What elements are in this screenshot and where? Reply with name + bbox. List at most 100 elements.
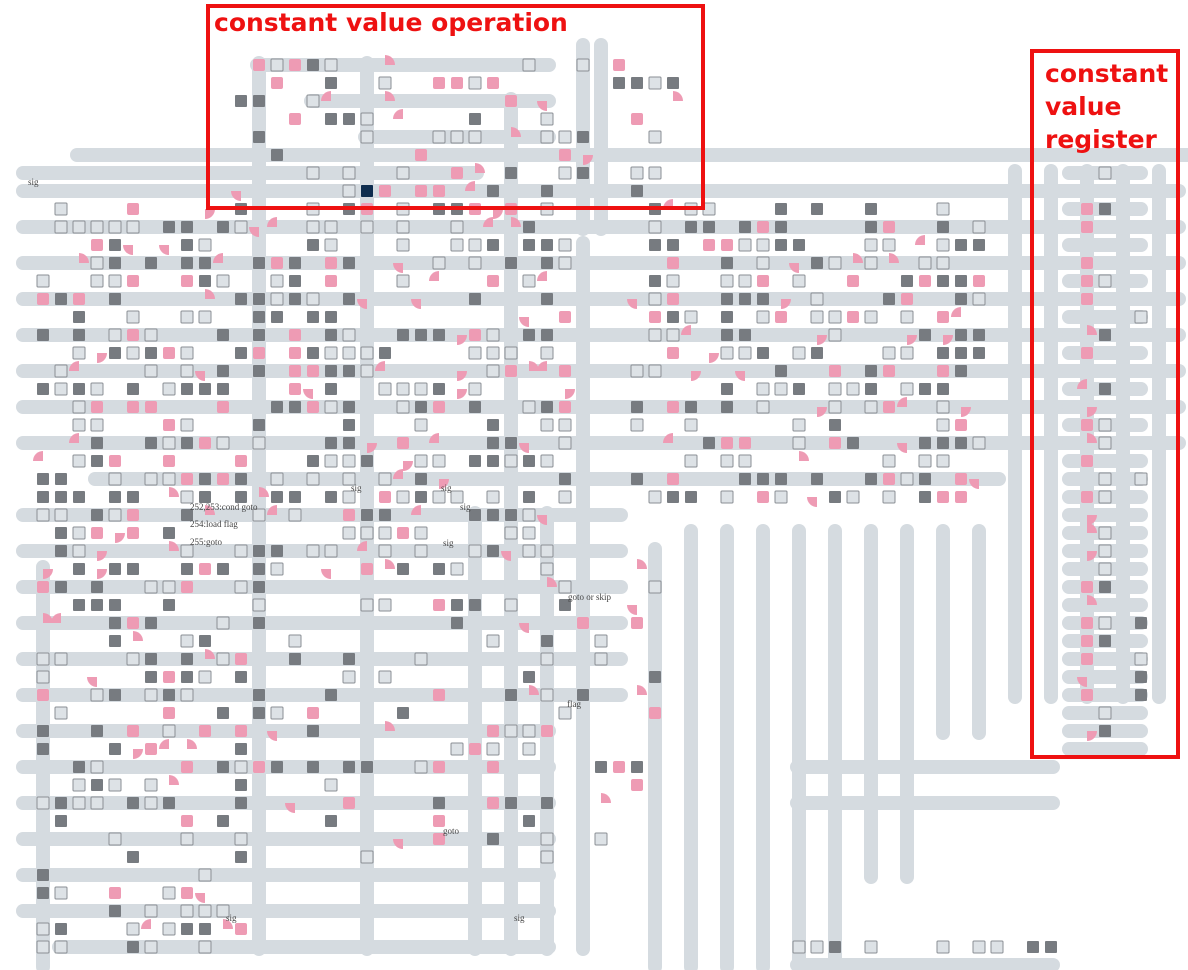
dark-cell xyxy=(217,383,229,395)
light-cell xyxy=(216,436,230,450)
pink-cell xyxy=(1081,455,1093,467)
light-cell xyxy=(72,220,86,234)
dark-cell xyxy=(361,509,373,521)
pink-cell xyxy=(1081,293,1093,305)
light-cell xyxy=(72,454,86,468)
dark-cell xyxy=(631,473,643,485)
dark-cell xyxy=(253,689,265,701)
dark-cell xyxy=(343,437,355,449)
light-cell xyxy=(558,256,572,270)
dark-cell xyxy=(307,761,319,773)
light-cell xyxy=(180,490,194,504)
light-cell xyxy=(360,112,374,126)
pink-cell xyxy=(667,347,679,359)
pink-quarter-cell xyxy=(195,371,205,381)
pink-quarter-cell xyxy=(267,505,277,515)
light-cell xyxy=(324,220,338,234)
pink-quarter-cell xyxy=(789,263,799,273)
dark-cell xyxy=(919,473,931,485)
cond-goto-label: 252,253:cond goto xyxy=(190,502,258,512)
light-cell xyxy=(432,130,446,144)
dark-cell xyxy=(559,473,571,485)
pink-cell xyxy=(1081,203,1093,215)
light-cell xyxy=(162,922,176,936)
pink-cell xyxy=(199,437,211,449)
light-cell xyxy=(396,400,410,414)
light-cell xyxy=(342,526,356,540)
pink-cell xyxy=(505,95,517,107)
light-cell xyxy=(486,742,500,756)
sig-label: sig xyxy=(460,502,471,512)
pink-quarter-cell xyxy=(457,335,467,345)
pink-quarter-cell xyxy=(133,749,143,759)
wire-segment xyxy=(16,328,1186,342)
pink-quarter-cell xyxy=(519,317,529,327)
dark-cell xyxy=(109,635,121,647)
dark-cell xyxy=(91,599,103,611)
selected-cell xyxy=(361,185,373,197)
pink-cell xyxy=(127,329,139,341)
light-cell xyxy=(36,670,50,684)
pink-quarter-cell xyxy=(1087,325,1097,335)
wire-segment xyxy=(900,524,914,884)
dark-cell xyxy=(343,293,355,305)
pink-cell xyxy=(613,761,625,773)
wire-segment xyxy=(304,94,556,108)
dark-cell xyxy=(199,473,211,485)
light-cell xyxy=(90,760,104,774)
light-cell xyxy=(810,292,824,306)
light-cell xyxy=(162,886,176,900)
dark-cell xyxy=(595,761,607,773)
light-cell xyxy=(342,184,356,198)
light-cell xyxy=(1098,418,1112,432)
light-cell xyxy=(342,328,356,342)
light-cell xyxy=(288,634,302,648)
pink-quarter-cell xyxy=(1077,379,1087,389)
light-cell xyxy=(360,346,374,360)
pink-cell xyxy=(289,113,301,125)
light-cell xyxy=(504,598,518,612)
dark-cell xyxy=(721,311,733,323)
pink-cell xyxy=(937,311,949,323)
dark-cell xyxy=(955,275,967,287)
register-wire xyxy=(1062,238,1148,252)
light-cell xyxy=(396,220,410,234)
light-cell xyxy=(72,400,86,414)
dark-cell xyxy=(541,635,553,647)
dark-cell xyxy=(919,491,931,503)
pink-cell xyxy=(253,59,265,71)
dark-cell xyxy=(1135,671,1147,683)
dark-cell xyxy=(37,887,49,899)
dark-cell xyxy=(955,329,967,341)
pink-cell xyxy=(433,761,445,773)
pink-quarter-cell xyxy=(691,371,701,381)
light-cell xyxy=(972,292,986,306)
pink-cell xyxy=(649,311,661,323)
register-wire xyxy=(1062,454,1148,468)
pink-quarter-cell xyxy=(465,181,475,191)
dark-cell xyxy=(307,347,319,359)
dark-cell xyxy=(523,491,535,503)
dark-cell xyxy=(253,95,265,107)
wire-segment xyxy=(16,652,628,666)
pink-quarter-cell xyxy=(159,739,169,749)
light-cell xyxy=(648,76,662,90)
light-cell xyxy=(396,238,410,252)
light-cell xyxy=(558,418,572,432)
light-cell xyxy=(54,508,68,522)
pink-quarter-cell xyxy=(817,407,827,417)
light-cell xyxy=(180,310,194,324)
light-cell xyxy=(198,238,212,252)
light-cell xyxy=(198,670,212,684)
pink-cell xyxy=(1081,581,1093,593)
light-cell xyxy=(1098,490,1112,504)
pink-quarter-cell xyxy=(637,559,647,569)
dark-cell xyxy=(109,491,121,503)
pink-cell xyxy=(487,725,499,737)
light-cell xyxy=(108,778,122,792)
pink-quarter-cell xyxy=(681,325,691,335)
dark-cell xyxy=(163,689,175,701)
light-cell xyxy=(288,508,302,522)
pink-cell xyxy=(235,923,247,935)
pink-quarter-cell xyxy=(457,389,467,399)
